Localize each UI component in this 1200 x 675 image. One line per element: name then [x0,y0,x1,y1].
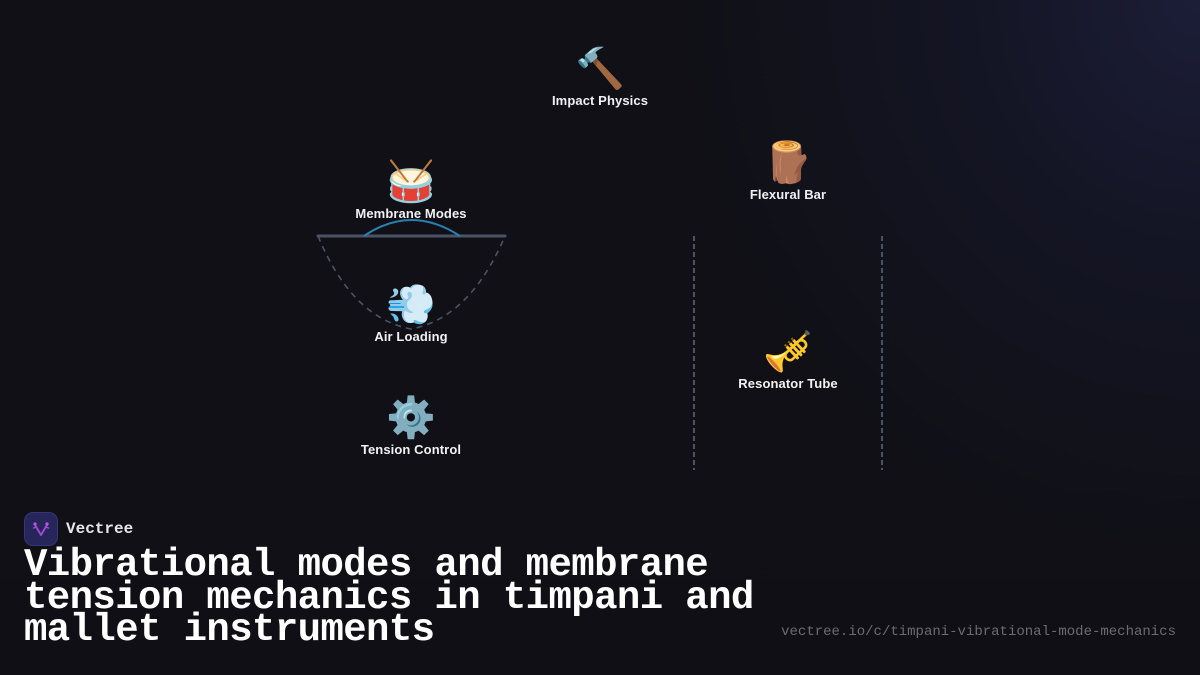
kettle-bowl-dashed [317,235,506,330]
node-air-loading: 💨 Air Loading [374,282,447,344]
node-label: Impact Physics [551,93,649,108]
brand: Vectree [24,512,133,546]
gear-icon: ⚙️ [386,395,436,441]
node-flexural-bar: 🪵 Flexural Bar [750,140,826,202]
node-label: Air Loading [374,329,448,344]
node-tension-control: ⚙️ Tension Control [361,395,461,457]
node-membrane-modes: 🥁 Membrane Modes [355,159,466,221]
wood-log-icon: 🪵 [763,140,813,186]
drum-icon: 🥁 [386,159,436,205]
brand-name: Vectree [66,520,134,538]
node-label: Resonator Tube [738,376,838,391]
diagram-connectors [316,219,883,470]
node-label: Membrane Modes [355,206,467,221]
membrane-arc [363,219,461,237]
node-resonator-tube: 🎺 Resonator Tube [738,329,837,391]
hammer-icon: 🔨 [575,46,625,92]
wind-puff-icon: 💨 [386,282,436,328]
concept-diagram: 🔨 Impact Physics 🥁 Membrane Modes 🪵 Flex… [316,46,883,470]
node-impact-physics: 🔨 Impact Physics [552,46,648,108]
node-label: Flexural Bar [749,187,827,202]
page-title: Vibrational modes and membrane tension m… [24,543,754,652]
source-url: vectree.io/c/timpani-vibrational-mode-me… [781,624,1176,640]
node-label: Tension Control [360,442,462,457]
trumpet-icon: 🎺 [763,329,813,375]
vectree-logo-icon [24,512,58,546]
